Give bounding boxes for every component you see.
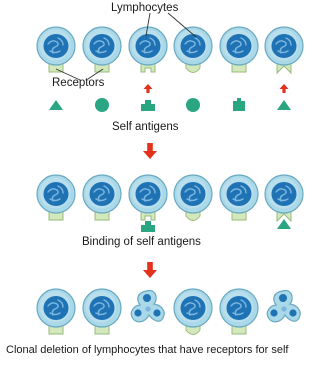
nucleus-fragment (145, 306, 151, 312)
receptors-leader-line (87, 68, 104, 80)
receptors-leader-line (55, 68, 81, 81)
self-antigen-house (233, 98, 245, 111)
nucleus-texture (230, 299, 247, 316)
self-antigen-triangle (277, 100, 291, 110)
nucleus-fragment (279, 294, 287, 302)
lymphocyte-r2-5 (219, 174, 259, 221)
lymphocytes-label: Lymphocytes (111, 2, 179, 14)
lymphocyte-r1-3 (128, 26, 168, 73)
nucleus-texture (47, 37, 64, 54)
match-arrow-3 (143, 84, 153, 93)
match-arrow-6 (279, 84, 289, 93)
lymphocytes-leader-line (167, 12, 197, 38)
clonal-deletion-label: Clonal deletion of lymphocytes that have… (6, 344, 289, 356)
binding-label: Binding of self antigens (82, 236, 201, 248)
bound-antigen-triangle (277, 219, 291, 229)
nucleus-texture (139, 37, 156, 54)
nucleus-texture (47, 299, 64, 316)
nucleus-fragment (270, 309, 278, 317)
nucleus-texture (184, 185, 201, 202)
lymphocyte-r1-1 (36, 26, 76, 73)
self-antigen-circle (186, 98, 200, 112)
bound-antigen-plus (141, 221, 155, 232)
nucleus-texture (93, 299, 110, 316)
nucleus-texture (184, 37, 201, 54)
self-antigens-label: Self antigens (112, 121, 179, 133)
lymphocyte-r2-1 (36, 174, 76, 221)
nucleus-texture (47, 185, 64, 202)
nucleus-fragment (289, 309, 297, 317)
deleted-lymphocyte-r3-6 (266, 289, 301, 323)
lymphocyte-r3-5 (219, 288, 259, 335)
nucleus-fragment (153, 309, 161, 317)
lymphocyte-r1-6 (264, 26, 304, 75)
nucleus-texture (230, 185, 247, 202)
lymphocyte-r2-4 (173, 174, 213, 221)
step-arrow-2 (143, 262, 157, 278)
lymphocyte-r1-4 (173, 26, 213, 73)
lymphocytes-leader-line (145, 12, 151, 37)
lymphocyte-r3-4 (173, 288, 213, 335)
lymphocyte-r2-3 (128, 174, 168, 221)
nucleus-fragment (143, 294, 151, 302)
nucleus-texture (230, 37, 247, 54)
lymphocyte-r3-1 (36, 288, 76, 335)
lymphocyte-r2-6 (264, 174, 304, 223)
lymphocyte-r1-5 (219, 26, 259, 73)
nucleus-fragment (134, 309, 142, 317)
lymphocyte-r1-2 (82, 26, 122, 73)
lymphocyte-r2-2 (82, 174, 122, 221)
nucleus-texture (93, 37, 110, 54)
receptors-label: Receptors (52, 77, 105, 89)
nucleus-texture (275, 185, 292, 202)
lymphocyte-r3-2 (82, 288, 122, 335)
deleted-lymphocyte-r3-3 (130, 289, 165, 323)
nucleus-fragment (281, 306, 287, 312)
self-antigen-circle (95, 98, 109, 112)
nucleus-texture (275, 37, 292, 54)
self-antigen-plus (141, 100, 155, 111)
step-arrow-1 (143, 143, 157, 159)
nucleus-texture (184, 299, 201, 316)
self-antigen-triangle (49, 100, 63, 110)
nucleus-texture (93, 185, 110, 202)
nucleus-texture (139, 185, 156, 202)
